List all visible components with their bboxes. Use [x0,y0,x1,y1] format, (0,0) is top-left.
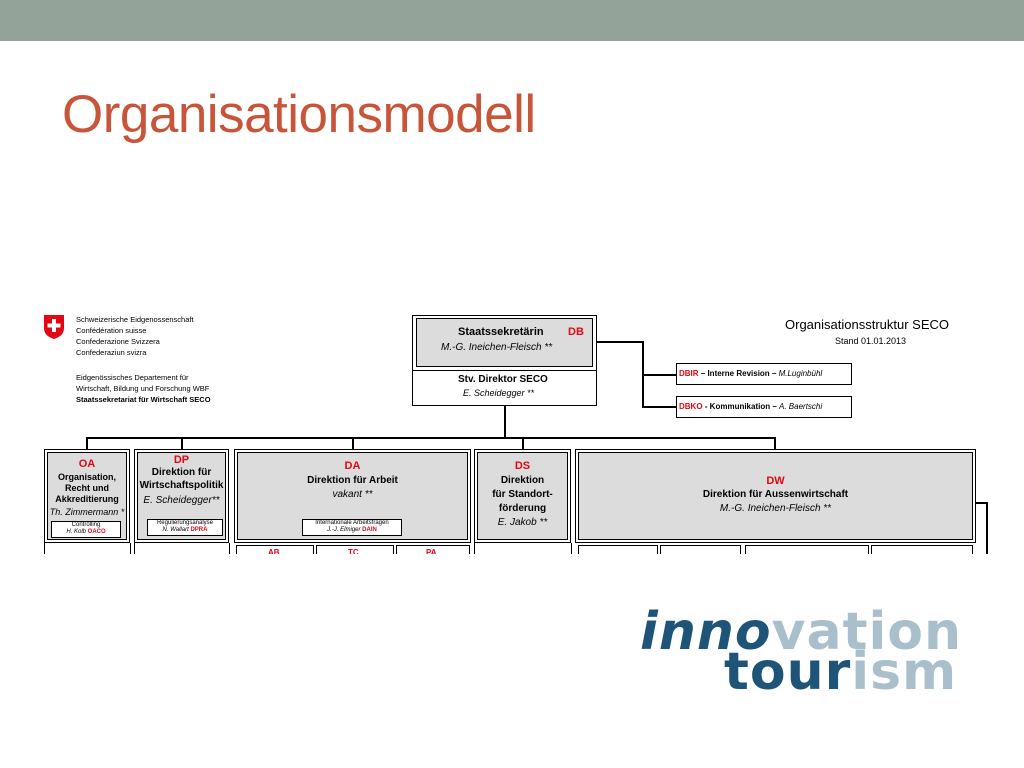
unit-da-subunit-code: DAIN [362,527,377,533]
staff-box-dbko [676,396,852,418]
unit-oa-name-1: Organisation, [57,472,116,482]
logo-line-1: innovation [640,606,962,658]
unit-ds-name-1: Direktion [500,475,545,486]
confederation-line-3: Confederazione Svizzera [76,337,160,346]
unit-dw-box [578,452,973,540]
department-line-1: Eidgenössisches Departement für [76,373,189,382]
state-secretary-title: Staatssekretärin [458,326,544,338]
confederation-line-2: Confédération suisse [76,326,147,335]
staff-dbir-label: – Interne Revision – [698,369,779,378]
unit-da-person: vakant ** [332,489,373,500]
dw-side-connector-v [986,502,988,554]
unit-ds-person: E. Jakob ** [497,517,548,528]
lower-tier-stub [229,543,230,554]
state-secretary-box [416,318,593,367]
unit-oa-subunit-person: H. Kolb [66,529,86,535]
staff-dbir-code: DBIR [679,369,699,378]
deputy-person: E. Scheidegger ** [463,388,535,398]
unit-ds-name-3: förderung [498,503,547,514]
lower-tier-stub [571,543,572,554]
unit-oa-name-2: Recht und [65,483,109,493]
partial-code-tc: TC [348,548,359,557]
slide-title: Organisationsmodell [62,85,536,144]
unit-oa-name-3: Akkreditierung [55,494,119,504]
lower-tier-stub [134,543,135,554]
unit-ds-code: DS [514,460,531,472]
unit-da-subunit: Internationale Arbeitsfragen J.-J. Elmig… [302,519,402,536]
state-secretary-code: DB [568,326,584,338]
staff-dbir-person: M.Luginbühl [778,369,823,378]
lower-tier-stub [44,543,45,554]
partial-code-ab: AB [268,548,280,557]
partial-code-pa: PA [426,548,437,557]
connector-da [352,437,354,449]
logo-ism: ism [851,642,958,702]
unit-ds-name-2: für Standort- [492,489,553,500]
lower-tier-stub [474,543,475,554]
lower-tier-stub [130,543,131,554]
org-structure-date: Stand 01.01.2013 [835,336,907,346]
dw-side-connector-h [976,502,987,504]
staff-connector-h [597,341,643,343]
unit-dp-person: E. Scheidegger** [143,495,220,506]
unit-da-subunit-row: J.-J. Elmiger DAIN [303,527,401,534]
unit-da-code: DA [344,460,361,472]
unit-dw-person: M.-G. Ineichen-Fleisch ** [719,503,832,514]
main-connector-v [504,406,506,438]
unit-da-name-1: Direktion für Arbeit [307,475,398,486]
staff-connector-dbir [642,374,676,376]
unit-ds-box [477,452,568,540]
staff-connector-dbko [642,406,676,408]
main-connector-h [86,437,775,439]
deputy-title: Stv. Direktor SECO [458,374,548,385]
crop-mask [0,554,1024,584]
confederation-line-4: Confederaziun svizra [76,348,147,357]
unit-da-subunit-person: J.-J. Elmiger [327,527,361,533]
unit-oa-subunit-code: OACO [87,529,106,535]
staff-dbko-text: DBKO - Kommunikation – A. Baertschi [679,402,822,411]
unit-da-subunit-name: Internationale Arbeitsfragen [315,520,389,526]
unit-oa-person: Th. Zimmermann * [49,507,125,517]
logo-line-2: tourism [724,646,957,698]
connector-dp [181,437,183,449]
unit-dp-subunit-name: Regulierungsanalyse [156,520,214,526]
unit-dw-code: DW [766,475,785,487]
department-line-2: Wirtschaft, Bildung und Forschung WBF [76,384,210,393]
unit-oa-subunit-name: Controlling [71,522,101,528]
connector-oa [86,437,88,449]
logo-vation: vation [771,602,963,662]
logo-inno: inno [640,602,772,662]
unit-dp-subunit-person: N. Wallart [162,527,189,533]
unit-dp-subunit-row: N. Wallart DPRA [148,527,222,534]
state-secretary-person: M.-G. Ineichen-Fleisch ** [441,342,553,353]
department-bold: Staatssekretariat für Wirtschaft SECO [76,395,211,404]
unit-oa-subunit: Controlling H. Kolb OACO [51,521,121,538]
unit-dp-subunit: Regulierungsanalyse N. Wallart DPRA [147,519,223,536]
unit-dw-name-1: Direktion für Aussenwirtschaft [702,489,849,500]
staff-dbko-person: A. Baertschi [779,402,823,411]
confederation-line-1: Schweizerische Eidgenossenschaft [76,315,194,324]
org-structure-title: Organisationsstruktur SECO [785,317,950,332]
staff-dbir-text: DBIR – Interne Revision – M.Luginbühl [679,369,822,378]
staff-box-dbir [676,363,852,385]
unit-oa-subunit-row: H. Kolb OACO [52,529,120,536]
unit-dp-subunit-code: DPRA [190,527,208,533]
connector-ds [522,437,524,449]
staff-dbko-code: DBKO [679,402,703,411]
staff-dbko-label: - Kommunikation – [702,402,780,411]
swiss-flag-icon [44,315,64,339]
logo-tour: tour [724,642,852,702]
unit-dp-name-2: Wirtschaftspolitik [139,480,224,491]
top-divider [412,370,597,371]
unit-oa-code: OA [78,458,96,470]
top-bar [0,0,1024,41]
unit-dp-code: DP [173,454,190,466]
connector-dw [774,437,776,449]
unit-dp-name-1: Direktion für [151,467,212,478]
